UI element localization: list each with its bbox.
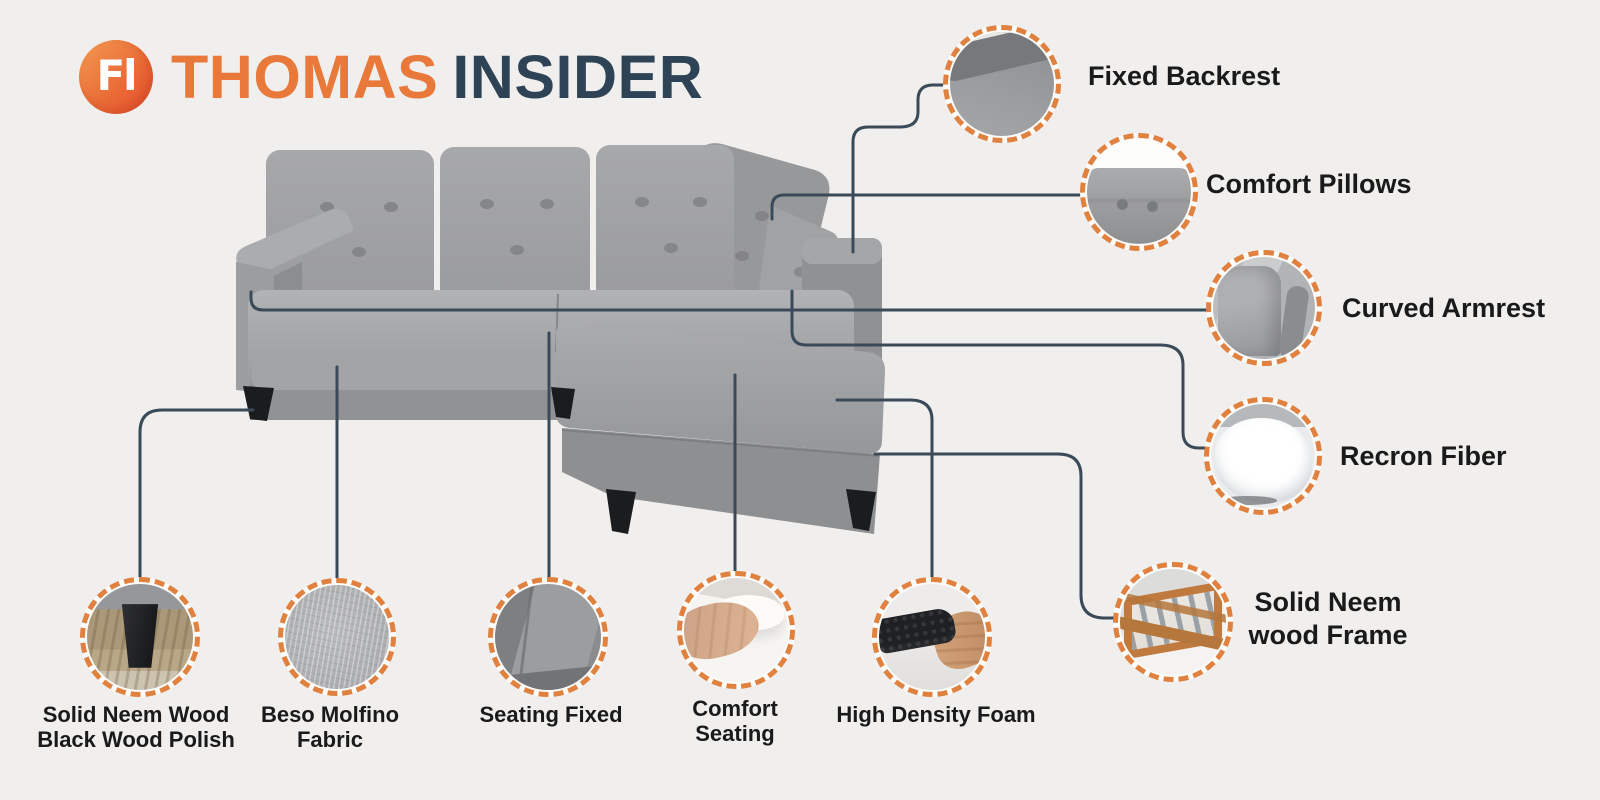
comfort-pillows-thumbnail [1087,140,1191,244]
brand-logo-glyph: Fl [96,50,137,100]
connector-comfort-pillows [770,193,1084,221]
seating-fixed-label: Seating Fixed [479,702,623,727]
connector-recron-fiber [790,289,1208,450]
wood-polish-label-line1: Solid Neem Wood [42,702,230,727]
connector-curved-armrest [249,290,1210,312]
beso-fabric-label: Beso Molfino Fabric [261,702,399,752]
seating-fixed-thumbnail [495,584,601,690]
seating-fixed-callout-circle [488,577,608,697]
high-density-foam-callout-circle [872,577,992,697]
curved-armrest-thumbnail [1213,257,1315,359]
sofa-illustration [236,143,886,534]
high-density-foam-thumbnail [879,584,985,690]
comfort-seating-callout-circle [677,571,795,689]
page-title-insider: INSIDER [452,43,704,111]
beso-fabric-label-line2: Fabric [296,727,364,752]
fixed-backrest-thumbnail [950,32,1054,136]
wood-polish-label: Solid Neem Wood Black Wood Polish [37,702,235,752]
comfort-seating-thumbnail [684,578,788,682]
fixed-backrest-callout-circle [943,25,1061,143]
wood-polish-label-line2: Black Wood Polish [37,727,235,752]
comfort-pillows-callout-circle [1080,133,1198,251]
wood-polish-thumbnail [87,584,193,690]
brand-logo-icon: Fl [79,40,153,114]
beso-fabric-label-line1: Beso Molfino [260,702,400,727]
connector-wood-polish [138,408,255,581]
neem-frame-callout-circle [1113,562,1233,682]
comfort-pillows-label: Comfort Pillows [1206,169,1412,199]
beso-fabric-callout-circle [278,578,396,696]
curved-armrest-label: Curved Armrest [1342,293,1546,323]
recron-fiber-thumbnail [1211,404,1315,508]
connector-fixed-backrest [851,83,947,254]
neem-frame-thumbnail [1120,569,1226,675]
comfort-seating-label: Comfort Seating [692,696,778,746]
neem-frame-label-line1: Solid Neem [1254,587,1402,617]
fixed-backrest-label: Fixed Backrest [1088,61,1281,91]
neem-frame-label-line2: wood Frame [1248,620,1408,650]
recron-fiber-callout-circle [1204,397,1322,515]
high-density-foam-label: High Density Foam [836,702,1036,727]
neem-frame-label: Solid Neem wood Frame [1248,586,1407,652]
connector-high-density-foam [835,398,934,581]
wood-polish-callout-circle [80,577,200,697]
page-title-thomas: THOMAS [171,43,439,111]
comfort-seating-label-line1: Comfort [692,696,778,721]
comfort-seating-label-line2: Seating [695,721,775,746]
recron-fiber-label: Recron Fiber [1340,441,1507,471]
curved-armrest-callout-circle [1206,250,1322,366]
connector-lines [138,83,1210,620]
beso-fabric-thumbnail [285,585,389,689]
